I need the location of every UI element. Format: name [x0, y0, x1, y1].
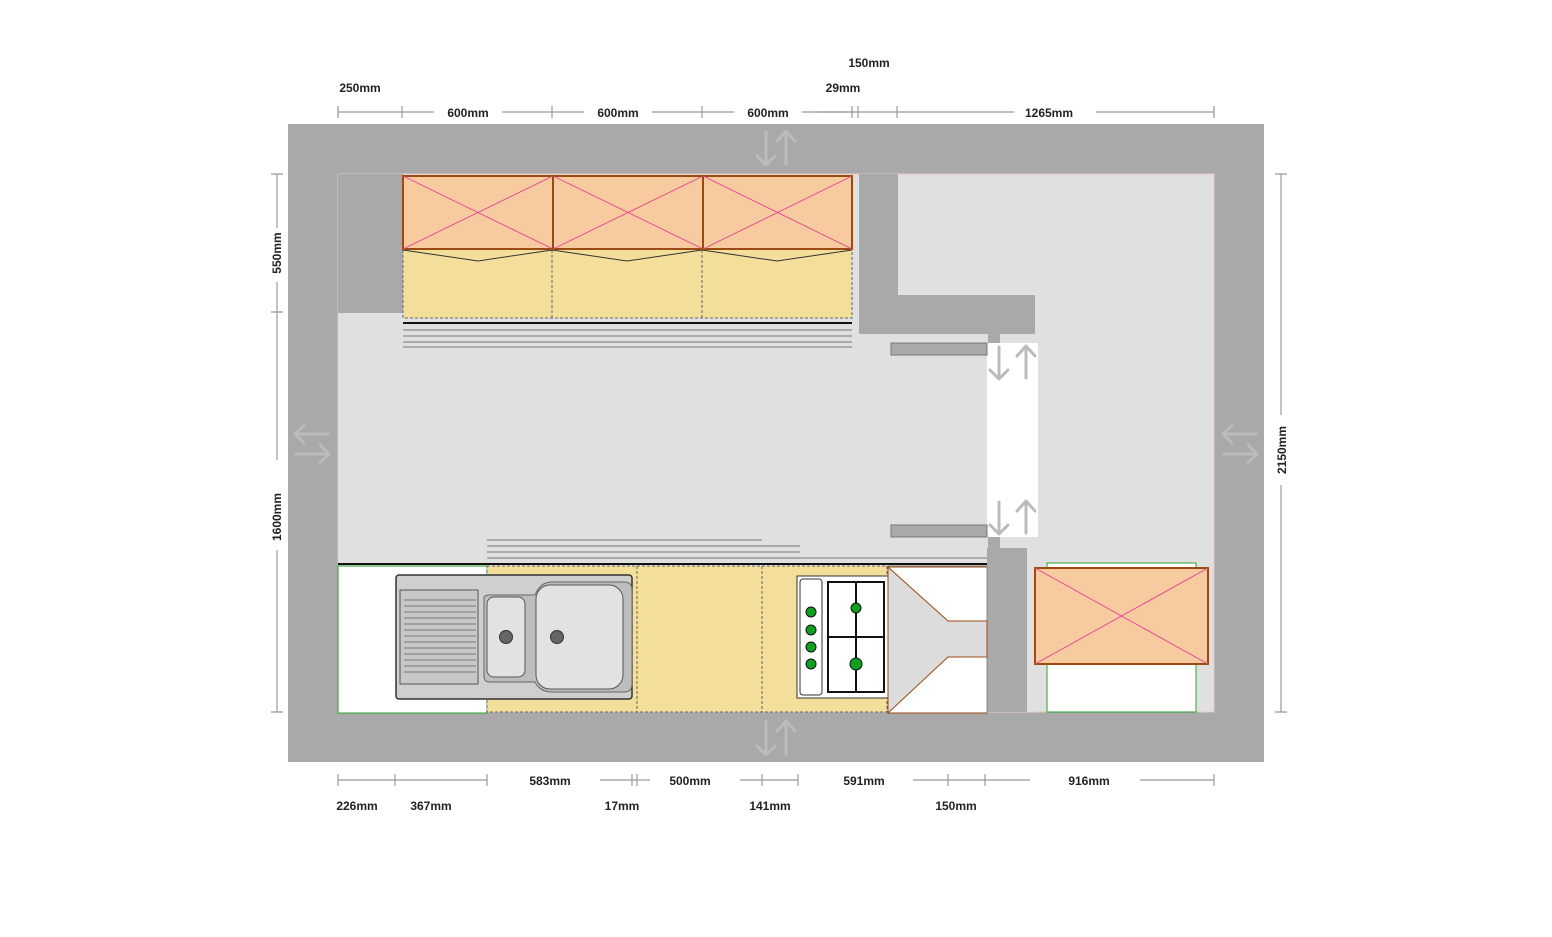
double-arrow-icon [293, 423, 331, 465]
dimension-lines-left [271, 173, 283, 713]
drain-icon [550, 630, 564, 644]
dim-label: 250mm [339, 81, 380, 95]
dim-label: 367mm [410, 799, 451, 813]
swap-arrows-icon [988, 344, 1037, 381]
dim-label: 600mm [447, 106, 488, 120]
hob [796, 575, 889, 699]
dim-label: 600mm [597, 106, 638, 120]
dim-label: 17mm [605, 799, 640, 813]
door-swing-lines [551, 249, 703, 262]
sink [395, 574, 633, 700]
swap-arrows-icon [988, 499, 1037, 536]
top-wall-units [402, 175, 853, 348]
door-frame-top [890, 342, 988, 356]
dim-label: 2150mm [1275, 426, 1289, 474]
double-arrow-icon [1221, 423, 1259, 465]
right-cabinet [1034, 562, 1209, 713]
dim-label: 226mm [336, 799, 377, 813]
door-frame-bottom [890, 524, 988, 538]
dim-label: 916mm [1068, 774, 1109, 788]
wall-nib-top-left [338, 174, 403, 313]
wall-pillar-post-top [988, 334, 1000, 344]
dim-label: 150mm [935, 799, 976, 813]
wall-segment-top-right [859, 174, 1035, 334]
wall-pillar-post-bottom [988, 536, 1000, 548]
wall-unit-cross [702, 175, 853, 250]
burner-icon [850, 602, 862, 614]
dim-label: 1600mm [270, 493, 284, 541]
dim-label: 29mm [826, 81, 861, 95]
corner-unit-edge [888, 566, 987, 714]
dim-label: 150mm [848, 56, 889, 70]
swap-arrows-icon [755, 129, 797, 167]
dimension-lines-top [337, 106, 1215, 118]
wall-pillar-bottom [987, 548, 1027, 712]
hob-knob-icon [805, 624, 817, 636]
wall-unit-cross [1034, 567, 1209, 665]
door-swing-lines [701, 249, 853, 262]
hob-knob-icon [805, 606, 817, 618]
dim-label: 141mm [749, 799, 790, 813]
burner-icon [849, 657, 863, 671]
corner-unit [887, 565, 988, 715]
hob-knob-icon [805, 641, 817, 653]
dimension-lines-right [1275, 173, 1287, 713]
dim-label: 1265mm [1025, 106, 1073, 120]
dim-label: 500mm [669, 774, 710, 788]
swap-arrows-icon [755, 719, 797, 757]
bottom-run [337, 539, 988, 715]
hob-control-panel [799, 578, 823, 696]
hob-knob-icon [805, 658, 817, 670]
dim-label: 591mm [843, 774, 884, 788]
main-basin [535, 584, 624, 690]
dim-label: 600mm [747, 106, 788, 120]
dim-label: 550mm [270, 232, 284, 273]
wall-unit-cross [552, 175, 704, 250]
door-swing-lines [402, 249, 553, 262]
sink-drainer [399, 589, 479, 685]
dim-label: 583mm [529, 774, 570, 788]
wall-unit-cross [402, 175, 554, 250]
drain-icon [499, 630, 513, 644]
dimension-lines-bottom [337, 774, 1215, 786]
